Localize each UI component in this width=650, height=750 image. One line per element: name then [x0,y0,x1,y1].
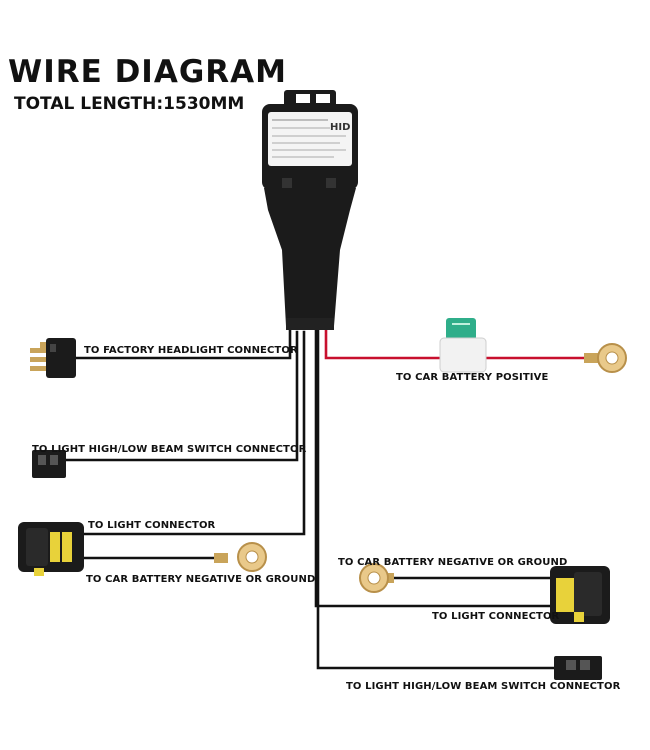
fuse-holder [439,318,487,373]
wires [64,328,598,670]
wire-light-left [80,330,306,536]
label-light-left: TO LIGHT CONNECTOR [88,520,216,531]
relay-badge: HID [330,122,350,133]
factory-headlight-plug [30,338,76,378]
wire-light-right [314,328,554,608]
ring-terminal-left [214,542,267,572]
wire-battery-positive [324,328,442,360]
light-connector-right [550,566,610,624]
label-switch-left: TO LIGHT HIGH/LOW BEAM SWITCH CONNECTOR [32,444,307,455]
ring-terminal-positive [584,343,627,373]
relay-sticker [268,112,352,166]
label-battery-positive: TO CAR BATTERY POSITIVE [396,372,549,383]
ring-terminal-right [359,563,394,593]
light-connector-left [18,522,84,576]
label-factory-headlight: TO FACTORY HEADLIGHT CONNECTOR [84,345,298,356]
relay-box: HID [262,90,358,330]
wire-switch-left [64,330,299,462]
page-subtitle: TOTAL LENGTH:1530MM [14,94,245,114]
label-switch-right: TO LIGHT HIGH/LOW BEAM SWITCH CONNECTOR [346,681,621,692]
wire-factory-headlight [74,328,292,360]
wire-switch-right [316,328,558,670]
page-title: WIRE DIAGRAM [8,54,287,90]
switch-connector-left [32,450,66,478]
switch-connector-right [554,656,602,680]
label-ground-right: TO CAR BATTERY NEGATIVE OR GROUND [338,557,568,568]
label-light-right: TO LIGHT CONNECTOR [432,611,560,622]
label-ground-left: TO CAR BATTERY NEGATIVE OR GROUND [86,574,316,585]
